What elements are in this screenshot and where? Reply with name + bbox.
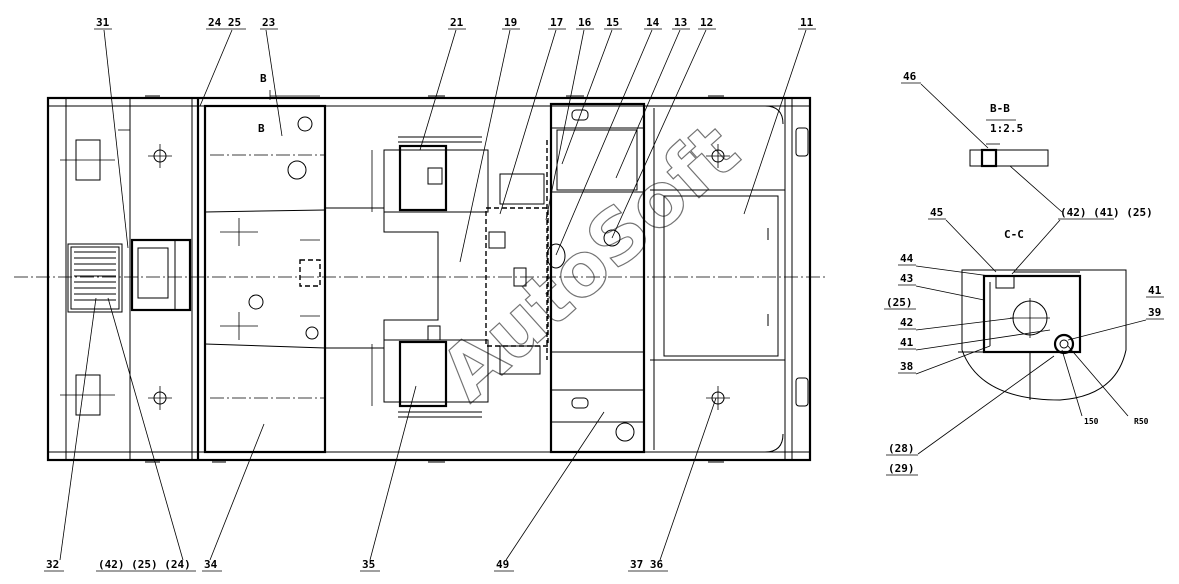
callout-label: 49 bbox=[496, 558, 509, 571]
callout-label: (25) bbox=[886, 296, 913, 309]
callout-label: 14 bbox=[646, 16, 660, 29]
callout-label: 12 bbox=[700, 16, 713, 29]
callout-label: 45 bbox=[930, 206, 943, 219]
section-cc: C-C (42) (41) (25) 45 44 43 (25) 42 41 bbox=[884, 165, 1164, 476]
callout-label: (28) bbox=[888, 442, 915, 455]
callout-label: 44 bbox=[900, 252, 914, 265]
callout-label: 42 bbox=[900, 316, 913, 329]
callout-label: 31 bbox=[96, 16, 110, 29]
callout-label: 24 25 bbox=[208, 16, 241, 29]
callout-label: 13 bbox=[674, 16, 687, 29]
callout-label: (42) (41) (25) bbox=[1060, 206, 1153, 219]
callout-label: 19 bbox=[504, 16, 517, 29]
section-cc-title: C-C bbox=[1004, 228, 1024, 241]
top-callouts: 31 24 25 23 21 19 17 16 15 14 13 12 11 bbox=[94, 16, 816, 30]
callout-label: 43 bbox=[900, 272, 913, 285]
callout-label: 46 bbox=[903, 70, 917, 83]
floor-outline bbox=[46, 96, 812, 462]
callout-label: 37 36 bbox=[630, 558, 663, 571]
section-bb-scale: 1:2.5 bbox=[990, 122, 1023, 135]
section-marker-top: B bbox=[260, 72, 267, 85]
section-marker-bottom: B bbox=[258, 122, 265, 135]
leader-lines bbox=[59, 29, 807, 561]
section-bb: B-B 1:2.5 46 bbox=[901, 70, 1049, 168]
section-bb-title: B-B bbox=[990, 102, 1010, 115]
callout-label: 38 bbox=[900, 360, 913, 373]
callout-label: (42) (25) (24) bbox=[98, 558, 191, 571]
callout-label: 15 bbox=[606, 16, 619, 29]
floor-plan bbox=[14, 90, 828, 463]
callout-label: 41 bbox=[900, 336, 914, 349]
callout-label: 23 bbox=[262, 16, 275, 29]
callout-label: 41 bbox=[1148, 284, 1162, 297]
callout-label: 17 bbox=[550, 16, 563, 29]
callout-label: 39 bbox=[1148, 306, 1161, 319]
callout-label: (29) bbox=[888, 462, 915, 475]
dimension-note: 150 bbox=[1084, 417, 1099, 426]
callout-label: 35 bbox=[362, 558, 375, 571]
dimension-note: R50 bbox=[1134, 417, 1149, 426]
callout-label: 34 bbox=[204, 558, 218, 571]
callout-label: 16 bbox=[578, 16, 592, 29]
callout-label: 32 bbox=[46, 558, 59, 571]
bottom-callouts: 32 (42) (25) (24) 34 35 49 37 36 bbox=[44, 558, 668, 572]
callout-label: 11 bbox=[800, 16, 814, 29]
vent-grille bbox=[67, 243, 123, 313]
callout-label: 21 bbox=[450, 16, 464, 29]
watermark-text: AutoSoft bbox=[424, 107, 755, 417]
